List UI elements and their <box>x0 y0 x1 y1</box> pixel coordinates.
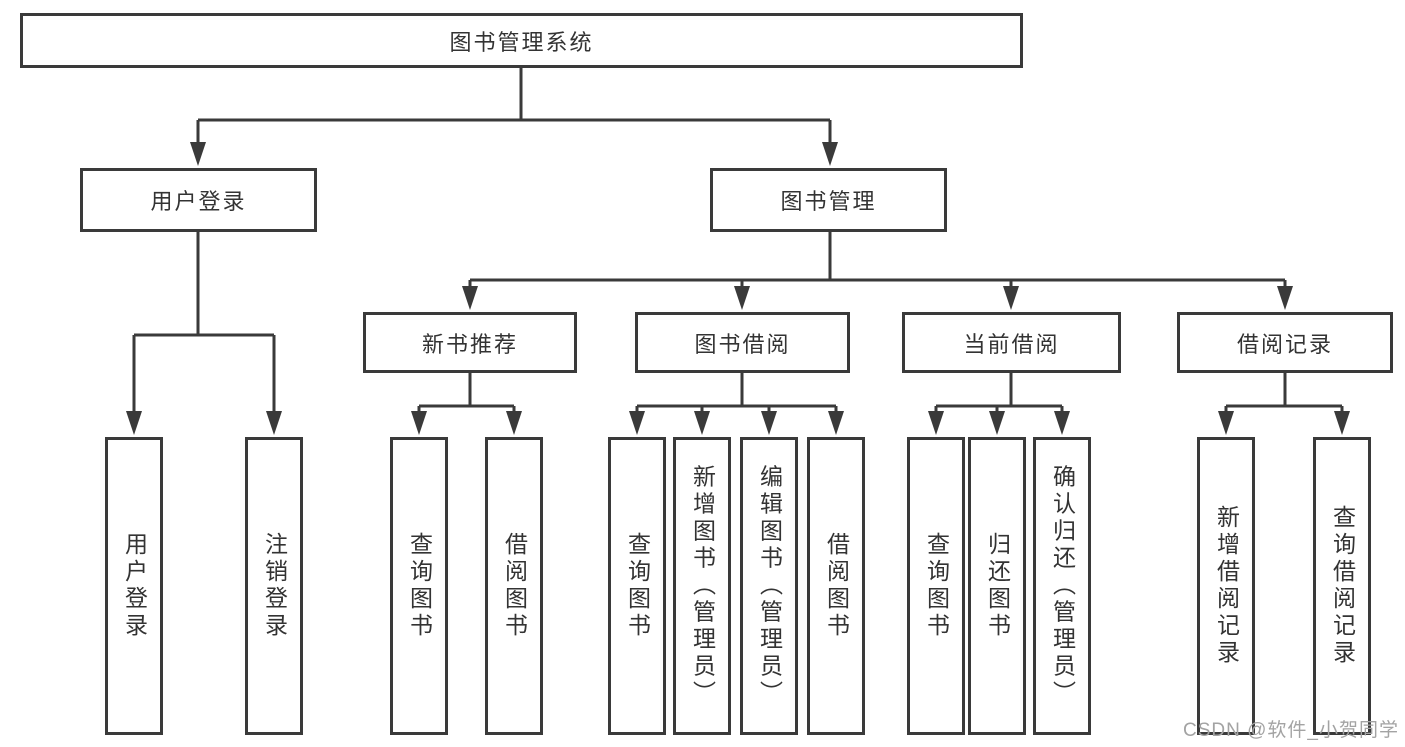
arrow-icon <box>734 286 750 310</box>
leaf-query-books-current-label: 查询图书 <box>923 532 950 640</box>
leaf-logout: 注销登录 <box>245 437 303 735</box>
arrow-icon <box>761 411 777 435</box>
leaf-confirm-return-admin-label: 确认归还（管理员） <box>1049 464 1076 708</box>
leaf-add-borrow-record-label: 新增借阅记录 <box>1213 505 1240 667</box>
node-borrow-records-label: 借阅记录 <box>1236 331 1333 357</box>
node-book-management: 图书管理 <box>710 168 947 232</box>
node-root-label: 图书管理系统 <box>449 29 594 55</box>
arrow-icon <box>928 411 944 435</box>
leaf-query-books-recommend-label: 查询图书 <box>406 532 433 640</box>
leaf-add-borrow-record: 新增借阅记录 <box>1197 437 1255 735</box>
leaf-user-login: 用户登录 <box>105 437 163 735</box>
node-book-borrow: 图书借阅 <box>635 312 850 373</box>
leaf-return-book: 归还图书 <box>968 437 1026 735</box>
node-new-book-recommend: 新书推荐 <box>363 312 577 373</box>
arrow-icon <box>190 142 206 166</box>
leaf-logout-label: 注销登录 <box>261 532 288 640</box>
leaf-query-books-recommend: 查询图书 <box>390 437 448 735</box>
node-current-borrow: 当前借阅 <box>902 312 1121 373</box>
node-book-management-label: 图书管理 <box>780 189 877 214</box>
node-user-login: 用户登录 <box>80 168 317 232</box>
leaf-query-books-borrow-label: 查询图书 <box>624 532 651 640</box>
watermark: CSDN @软件_小贺同学 <box>1183 720 1399 741</box>
node-new-book-recommend-label: 新书推荐 <box>421 331 518 357</box>
node-book-borrow-label: 图书借阅 <box>694 331 791 357</box>
node-root: 图书管理系统 <box>20 13 1023 68</box>
arrow-icon <box>1218 411 1234 435</box>
leaf-borrow-books-recommend-label: 借阅图书 <box>501 532 528 640</box>
arrow-icon <box>1054 411 1070 435</box>
arrow-icon <box>266 411 282 435</box>
arrow-icon <box>506 411 522 435</box>
leaf-edit-book-admin-label: 编辑图书（管理员） <box>756 464 783 708</box>
node-current-borrow-label: 当前借阅 <box>963 331 1060 357</box>
arrow-icon <box>629 411 645 435</box>
arrow-icon <box>822 142 838 166</box>
leaf-add-book-admin: 新增图书（管理员） <box>673 437 731 735</box>
node-borrow-records: 借阅记录 <box>1177 312 1393 373</box>
leaf-user-login-label: 用户登录 <box>121 532 148 640</box>
leaf-query-books-current: 查询图书 <box>907 437 965 735</box>
arrow-icon <box>1334 411 1350 435</box>
leaf-borrow-books-label: 借阅图书 <box>823 532 850 640</box>
leaf-return-book-label: 归还图书 <box>984 532 1011 640</box>
leaf-borrow-books-recommend: 借阅图书 <box>485 437 543 735</box>
leaf-borrow-books: 借阅图书 <box>807 437 865 735</box>
arrow-icon <box>126 411 142 435</box>
arrow-icon <box>1277 286 1293 310</box>
leaf-query-books-borrow: 查询图书 <box>608 437 666 735</box>
arrow-icon <box>1003 286 1019 310</box>
leaf-edit-book-admin: 编辑图书（管理员） <box>740 437 798 735</box>
leaf-add-book-admin-label: 新增图书（管理员） <box>689 464 716 708</box>
leaf-confirm-return-admin: 确认归还（管理员） <box>1033 437 1091 735</box>
arrow-icon <box>828 411 844 435</box>
node-user-login-label: 用户登录 <box>150 189 247 214</box>
arrow-icon <box>694 411 710 435</box>
arrow-icon <box>462 286 478 310</box>
arrow-icon <box>989 411 1005 435</box>
leaf-query-borrow-record: 查询借阅记录 <box>1313 437 1371 735</box>
arrow-icon <box>411 411 427 435</box>
leaf-query-borrow-record-label: 查询借阅记录 <box>1329 505 1356 667</box>
